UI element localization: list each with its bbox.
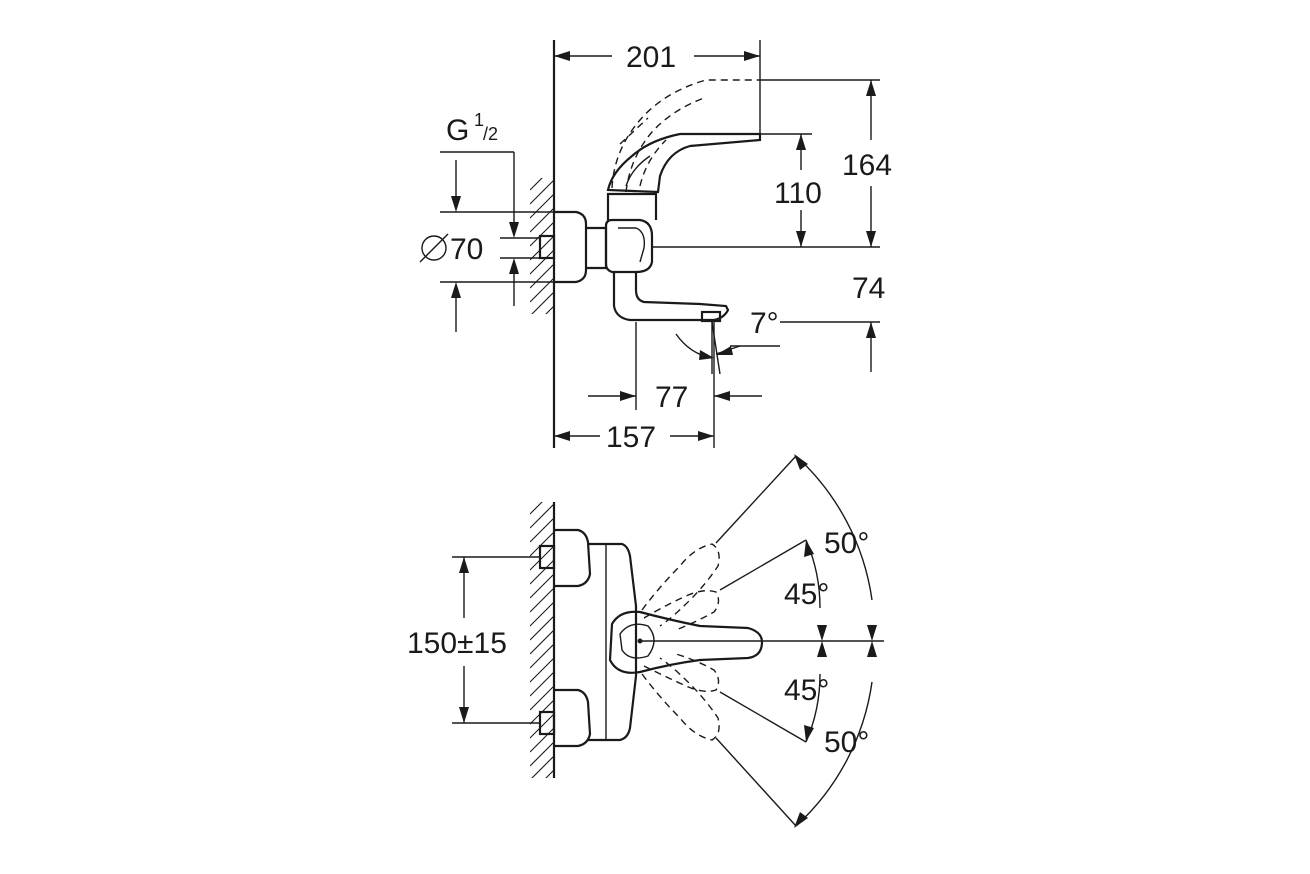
dimension-201 (554, 40, 761, 136)
dimension-201-label: 201 (626, 41, 676, 74)
faucet-top (538, 528, 764, 748)
thread-dimension (440, 151, 540, 306)
dimension-74-label: 74 (852, 272, 885, 305)
diameter-dimension (419, 160, 554, 332)
dimension-center-distance-label: 150±15 (407, 627, 507, 660)
angle-45-top-label: 45° (784, 578, 829, 611)
angle-45-bottom-label: 45° (784, 674, 829, 707)
dimension-157-label: 157 (606, 421, 656, 454)
angle-50-bottom-label: 50° (824, 726, 869, 759)
dimension-164-label: 164 (842, 149, 892, 182)
wall-side (530, 40, 556, 448)
faucet-side (538, 79, 762, 323)
thread-fraction-numerator: 1 (474, 110, 484, 130)
thread-size-label: G (446, 114, 469, 147)
dimension-77-label: 77 (655, 381, 688, 414)
dimension-157 (554, 431, 714, 441)
angle-7-dimension (675, 321, 780, 375)
diameter-label: 70 (450, 233, 483, 266)
angle-rays (640, 454, 884, 828)
thread-fraction-denominator: /2 (483, 124, 498, 144)
angle-50-top-label: 50° (824, 527, 869, 560)
side-view: G 1 /2 70 (419, 40, 892, 454)
dimension-110-label: 110 (774, 177, 822, 210)
dimension-center-distance (452, 556, 540, 724)
angle-7-label: 7° (750, 307, 779, 340)
wall-top (530, 502, 556, 778)
top-view: 150±15 50° 45° 45° 50° (407, 454, 884, 828)
dimension-77 (588, 322, 762, 448)
height-dimensions (652, 79, 880, 372)
